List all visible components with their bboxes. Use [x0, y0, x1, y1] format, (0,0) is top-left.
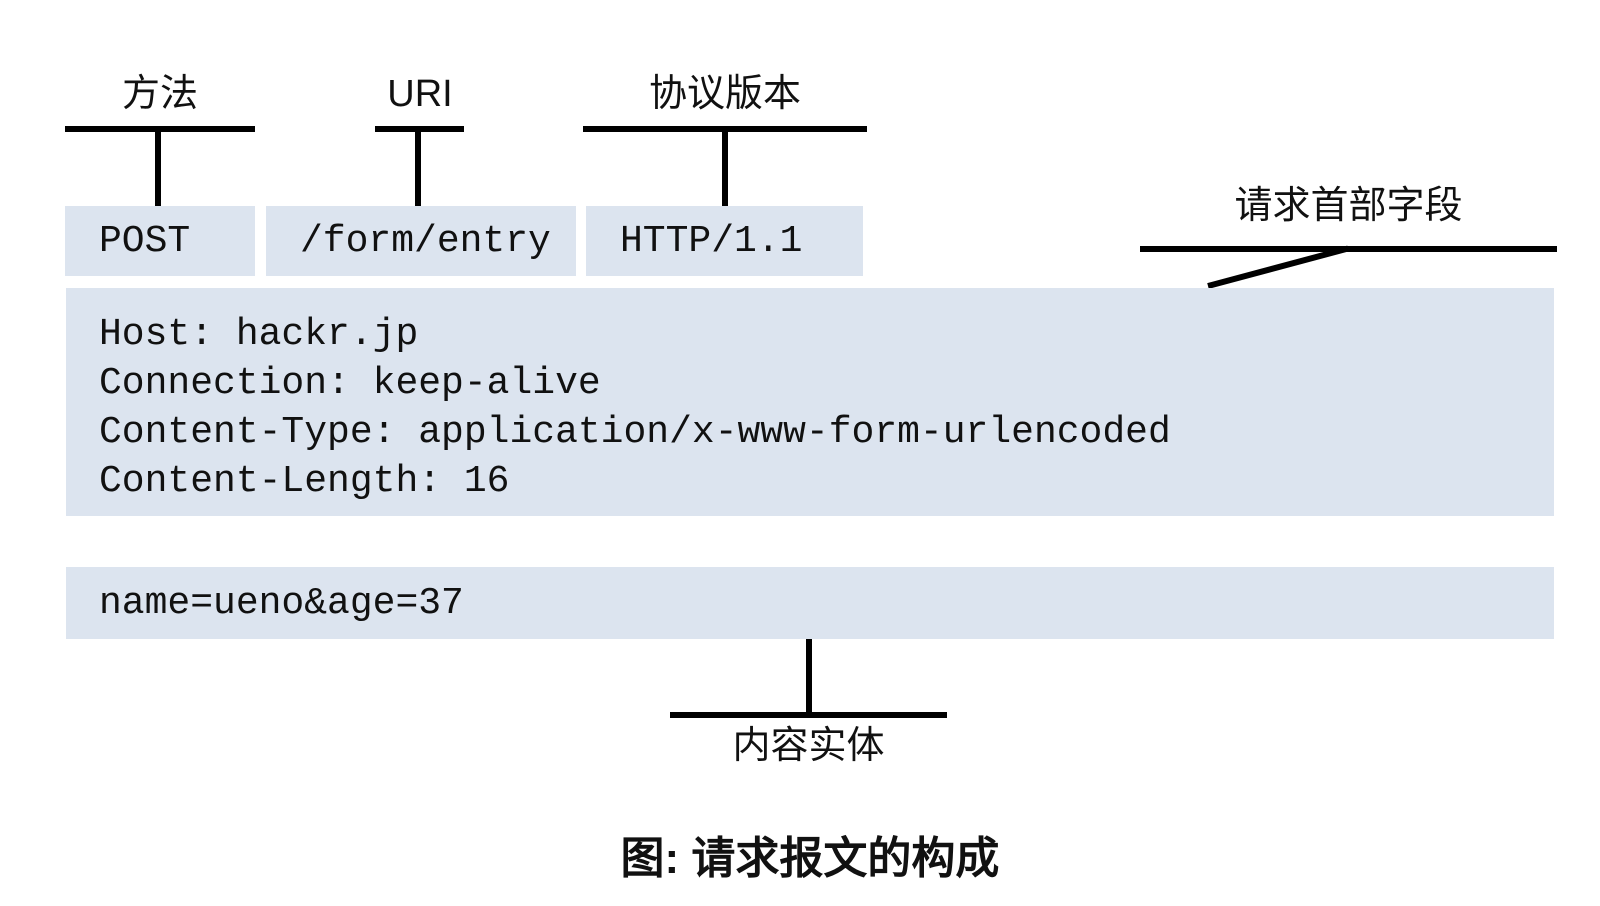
figure-caption: 图: 请求报文的构成 [620, 834, 1000, 883]
header-field-line: Content-Type: application/x-www-form-url… [99, 411, 1171, 454]
request-http-version-box: HTTP/1.1 [586, 206, 863, 276]
protocol-version-callout-label: 协议版本 [648, 73, 801, 115]
header-field-line: Host: hackr.jp [99, 313, 419, 356]
uri-callout-tick [415, 126, 421, 208]
header-field-line: Content-Length: 16 [99, 460, 510, 503]
request-header-fields-callout-label: 请求首部字段 [1234, 185, 1463, 227]
content-entity-callout-label: 内容实体 [732, 725, 885, 767]
request-uri-box: /form/entry [266, 206, 576, 276]
entity-body-box: name=ueno&age=37 [66, 567, 1554, 639]
request-header-fields-callout-line [1140, 246, 1557, 252]
method-callout-label: 方法 [121, 73, 198, 115]
request-header-fields-pointer-line [1207, 245, 1349, 289]
content-entity-callout-tick [806, 639, 812, 715]
content-entity-callout-line [670, 712, 947, 718]
protocol-version-callout-tick [722, 126, 728, 208]
method-callout-tick [155, 126, 161, 208]
uri-callout-label: URI [387, 73, 453, 115]
request-header-fields-box: Host: hackr.jp Connection: keep-alive Co… [66, 288, 1554, 516]
header-field-line: Connection: keep-alive [99, 362, 601, 405]
request-method-box: POST [65, 206, 255, 276]
